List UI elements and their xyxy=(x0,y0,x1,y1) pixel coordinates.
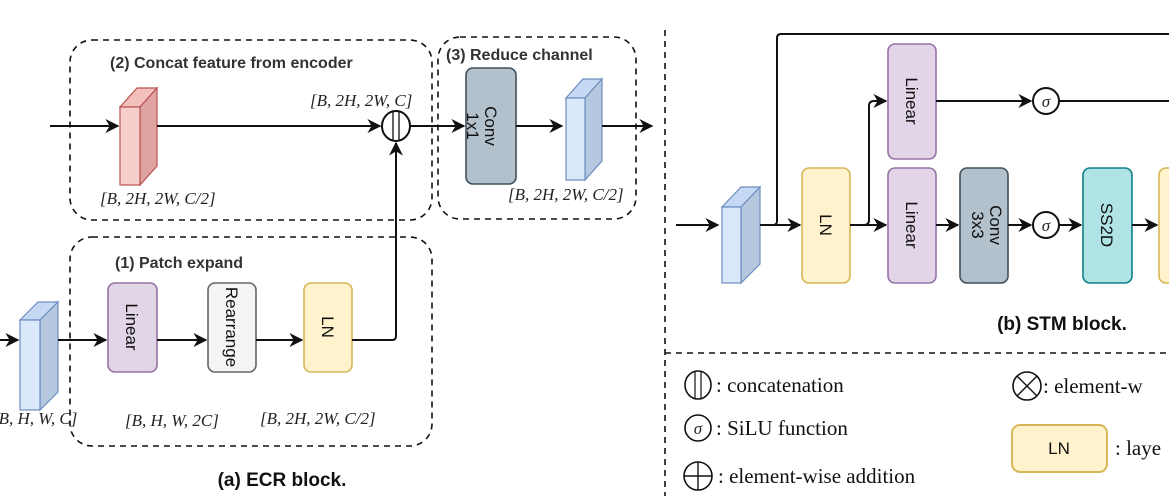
linear-output-shape: [B, H, W, 2C] xyxy=(125,411,219,430)
silu-top-icon: σ xyxy=(1032,87,1060,115)
svg-text:σ: σ xyxy=(694,419,703,438)
reduce-output-shape: [B, 2H, 2W, C/2] xyxy=(508,185,624,204)
encoder-feature-shape: [B, 2H, 2W, C/2] xyxy=(100,189,216,208)
stm-input-cuboid xyxy=(720,185,762,285)
legend-layernorm: LN : laye xyxy=(1011,424,1161,473)
svg-text:Linear: Linear xyxy=(122,303,141,351)
legend-concat: : concatenation xyxy=(684,370,844,400)
legend-silu: σ : SiLU function xyxy=(684,414,848,442)
legend-add: : element-wise addition xyxy=(683,461,916,491)
stm-ln-block: LN xyxy=(801,167,851,284)
ss2d-block: SS2D xyxy=(1082,167,1133,284)
ecr-ln-block: LN xyxy=(303,282,353,373)
input-feature-cuboid xyxy=(18,300,60,412)
svg-text:: SiLU function: : SiLU function xyxy=(716,416,848,440)
concat-group-box xyxy=(69,39,433,221)
svg-text:: concatenation: : concatenation xyxy=(716,373,844,397)
conv3x3-block: Conv 3x3 xyxy=(959,167,1009,284)
reduce-group-title: (3) Reduce channel xyxy=(446,47,593,64)
stm-caption: (b) STM block. xyxy=(997,314,1127,335)
ln-output-shape: [B, 2H, 2W, C/2] xyxy=(260,409,376,428)
conv1x1-block: Conv 1x1 xyxy=(463,67,517,185)
svg-text:Linear: Linear xyxy=(902,201,921,249)
svg-text:LN: LN xyxy=(816,214,835,236)
svg-text:Conv: Conv xyxy=(986,205,1005,245)
stm-next-block-partial xyxy=(1158,167,1169,284)
silu-bottom-icon: σ xyxy=(1032,211,1060,239)
svg-text:Rearrange: Rearrange xyxy=(222,287,241,367)
legend-multiply: : element-w xyxy=(1012,371,1144,401)
svg-text:LN: LN xyxy=(318,316,337,338)
reduce-group-box xyxy=(437,36,637,220)
concat-group-title: (2) Concat feature from encoder xyxy=(110,55,353,72)
encoder-feature-cuboid xyxy=(118,86,159,187)
svg-text:Conv: Conv xyxy=(481,106,500,146)
svg-text:σ: σ xyxy=(1042,216,1051,235)
patch-expand-group-box xyxy=(69,236,433,447)
svg-text:LN: LN xyxy=(1048,439,1070,458)
ecr-linear-block: Linear xyxy=(107,282,158,373)
svg-text:3x3: 3x3 xyxy=(968,211,987,238)
stm-linear-bottom-block: Linear xyxy=(887,167,937,284)
concat-output-shape: [B, 2H, 2W, C] xyxy=(310,91,412,110)
concat-icon xyxy=(381,110,411,142)
stm-linear-top-block: Linear xyxy=(887,43,937,160)
reduced-feature-cuboid xyxy=(564,77,604,182)
input-shape: [B, H, W, C] xyxy=(0,409,77,428)
svg-text:: laye: : laye xyxy=(1115,436,1161,460)
patch-expand-group-title: (1) Patch expand xyxy=(115,255,243,272)
ecr-caption: (a) ECR block. xyxy=(218,470,347,491)
svg-text:: element-wise addition: : element-wise addition xyxy=(718,464,916,488)
rearrange-block: Rearrange xyxy=(207,282,257,373)
svg-text:SS2D: SS2D xyxy=(1097,203,1116,247)
svg-text:1x1: 1x1 xyxy=(463,112,482,139)
svg-text:Linear: Linear xyxy=(902,77,921,125)
svg-text:: element-w: : element-w xyxy=(1043,374,1144,398)
svg-text:σ: σ xyxy=(1042,92,1051,111)
